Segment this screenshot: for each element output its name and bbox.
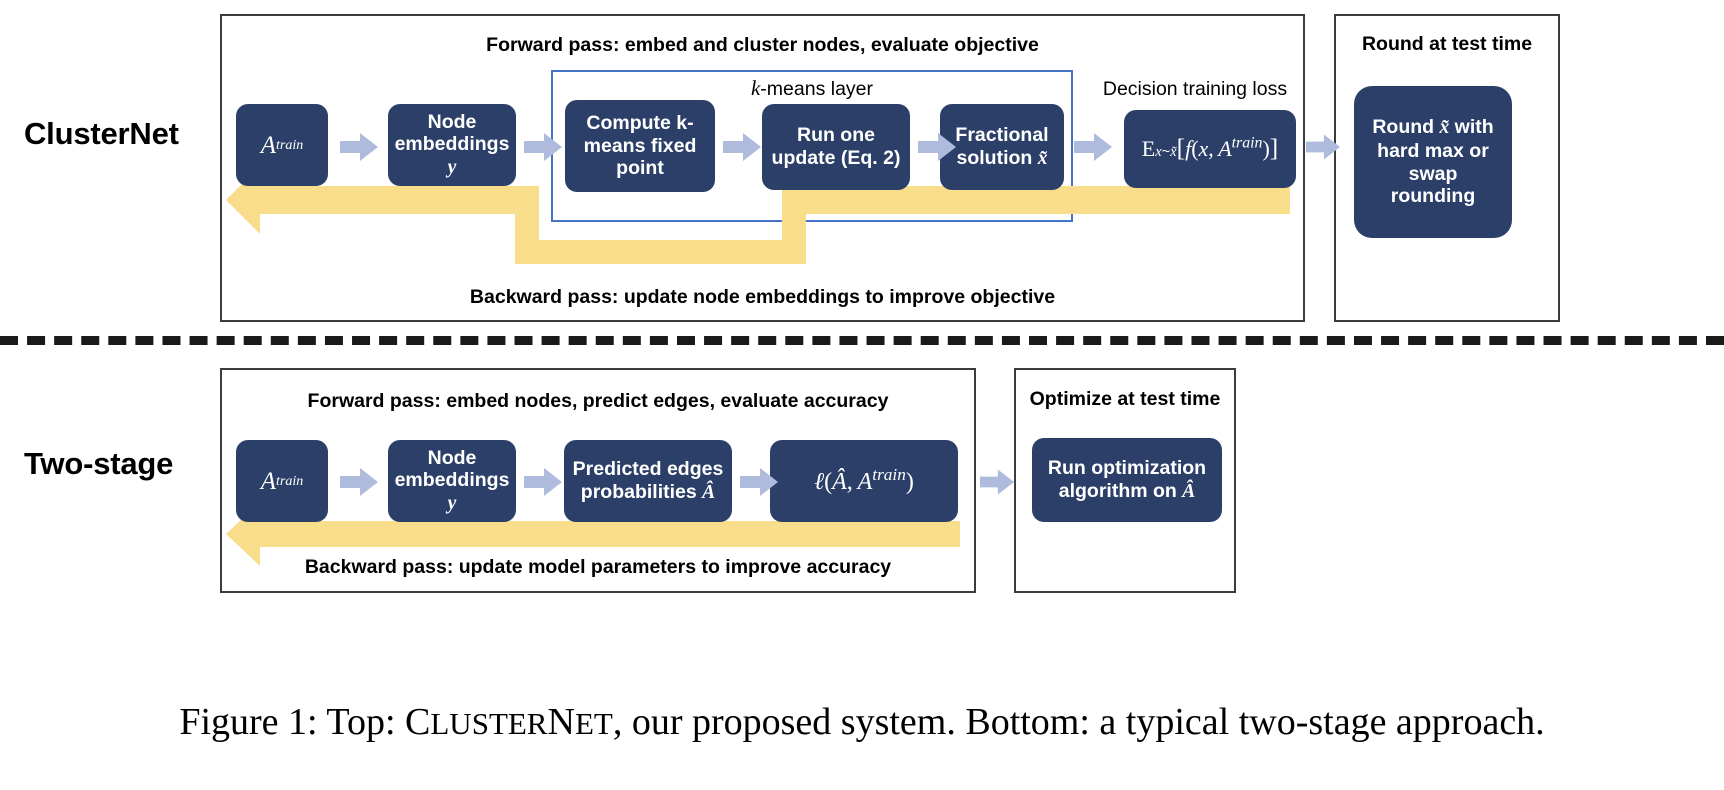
caption-smallcaps-rest2: ET [574, 706, 613, 741]
bottom-forward-arrow-icon-2 [524, 468, 562, 496]
figure-caption: Figure 1: Top: CLUSTERNET, our proposed … [0, 700, 1724, 744]
row-label-two-stage: Two-stage [24, 446, 174, 481]
optimize-at-test-time-header: Optimize at test time [1029, 388, 1221, 410]
top-forward-pass-header: Forward pass: embed and cluster nodes, e… [486, 34, 1039, 56]
backward-arrow-segment-upper-left [256, 186, 539, 214]
node-two-stage-loss: ℓ(Â, Atrain) [770, 440, 958, 522]
decision-training-loss-label: Decision training loss [1102, 78, 1288, 100]
backward-arrow-segment-lower [515, 240, 806, 264]
dashed-divider-icon [0, 336, 1724, 345]
forward-arrow-icon-5 [1074, 133, 1112, 161]
row-label-clusternet: ClusterNet [24, 116, 179, 151]
caption-prefix: Figure 1: Top: [179, 701, 406, 743]
round-at-test-time-header: Round at test time [1361, 33, 1533, 55]
caption-suffix: , our proposed system. Bottom: a typical… [612, 701, 1545, 743]
kmeans-layer-label: k-means layer [750, 76, 874, 100]
bottom-forward-arrow-icon-1 [340, 468, 378, 496]
top-backward-pass-header: Backward pass: update node embeddings to… [469, 286, 1056, 308]
node-decision-training-loss: Ex~x̃[f(x, Atrain)] [1124, 110, 1296, 188]
bottom-forward-arrow-icon-3 [740, 468, 778, 496]
forward-arrow-icon-to-test [1306, 133, 1340, 161]
bottom-forward-arrow-icon-to-test [980, 468, 1014, 496]
backward-arrow-segment-upper-right [782, 186, 1290, 214]
forward-arrow-icon-4 [918, 133, 956, 161]
bottom-backward-pass-header: Backward pass: update model parameters t… [304, 556, 892, 578]
caption-smallcaps-rest: LUSTER [430, 706, 548, 741]
forward-arrow-icon-1 [340, 133, 378, 161]
caption-smallcaps: CLUSTERNET [405, 701, 613, 743]
forward-arrow-icon-3 [723, 133, 761, 161]
bottom-backward-arrow-segment [256, 521, 960, 547]
bottom-forward-pass-header: Forward pass: embed nodes, predict edges… [307, 390, 889, 412]
forward-arrow-icon-2 [524, 133, 562, 161]
